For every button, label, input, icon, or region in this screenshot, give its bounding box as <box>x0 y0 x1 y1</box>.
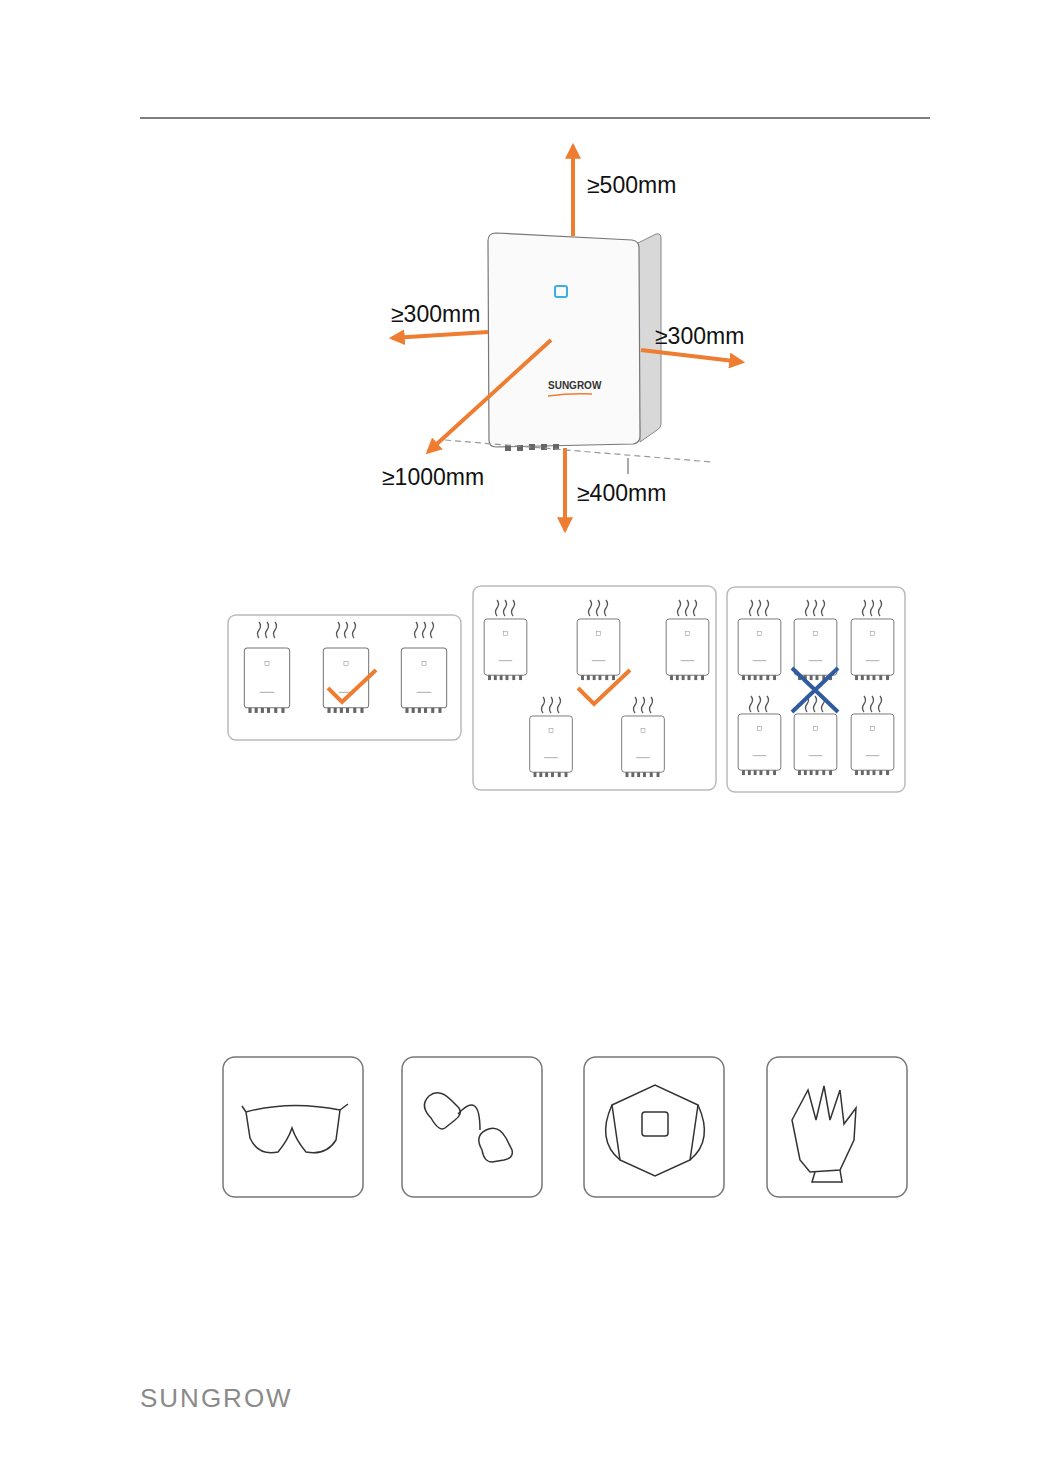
device-logo: SUNGROW <box>548 381 601 391</box>
dimension-label: ≥500mm <box>587 174 676 197</box>
dimension-label: ≥300mm <box>391 303 480 326</box>
dimension-label: ≥300mm <box>655 325 744 348</box>
dimension-label: ≥400mm <box>577 482 666 505</box>
dimension-label: ≥1000mm <box>382 466 484 489</box>
brand-footer: SUNGROW <box>140 1385 293 1411</box>
